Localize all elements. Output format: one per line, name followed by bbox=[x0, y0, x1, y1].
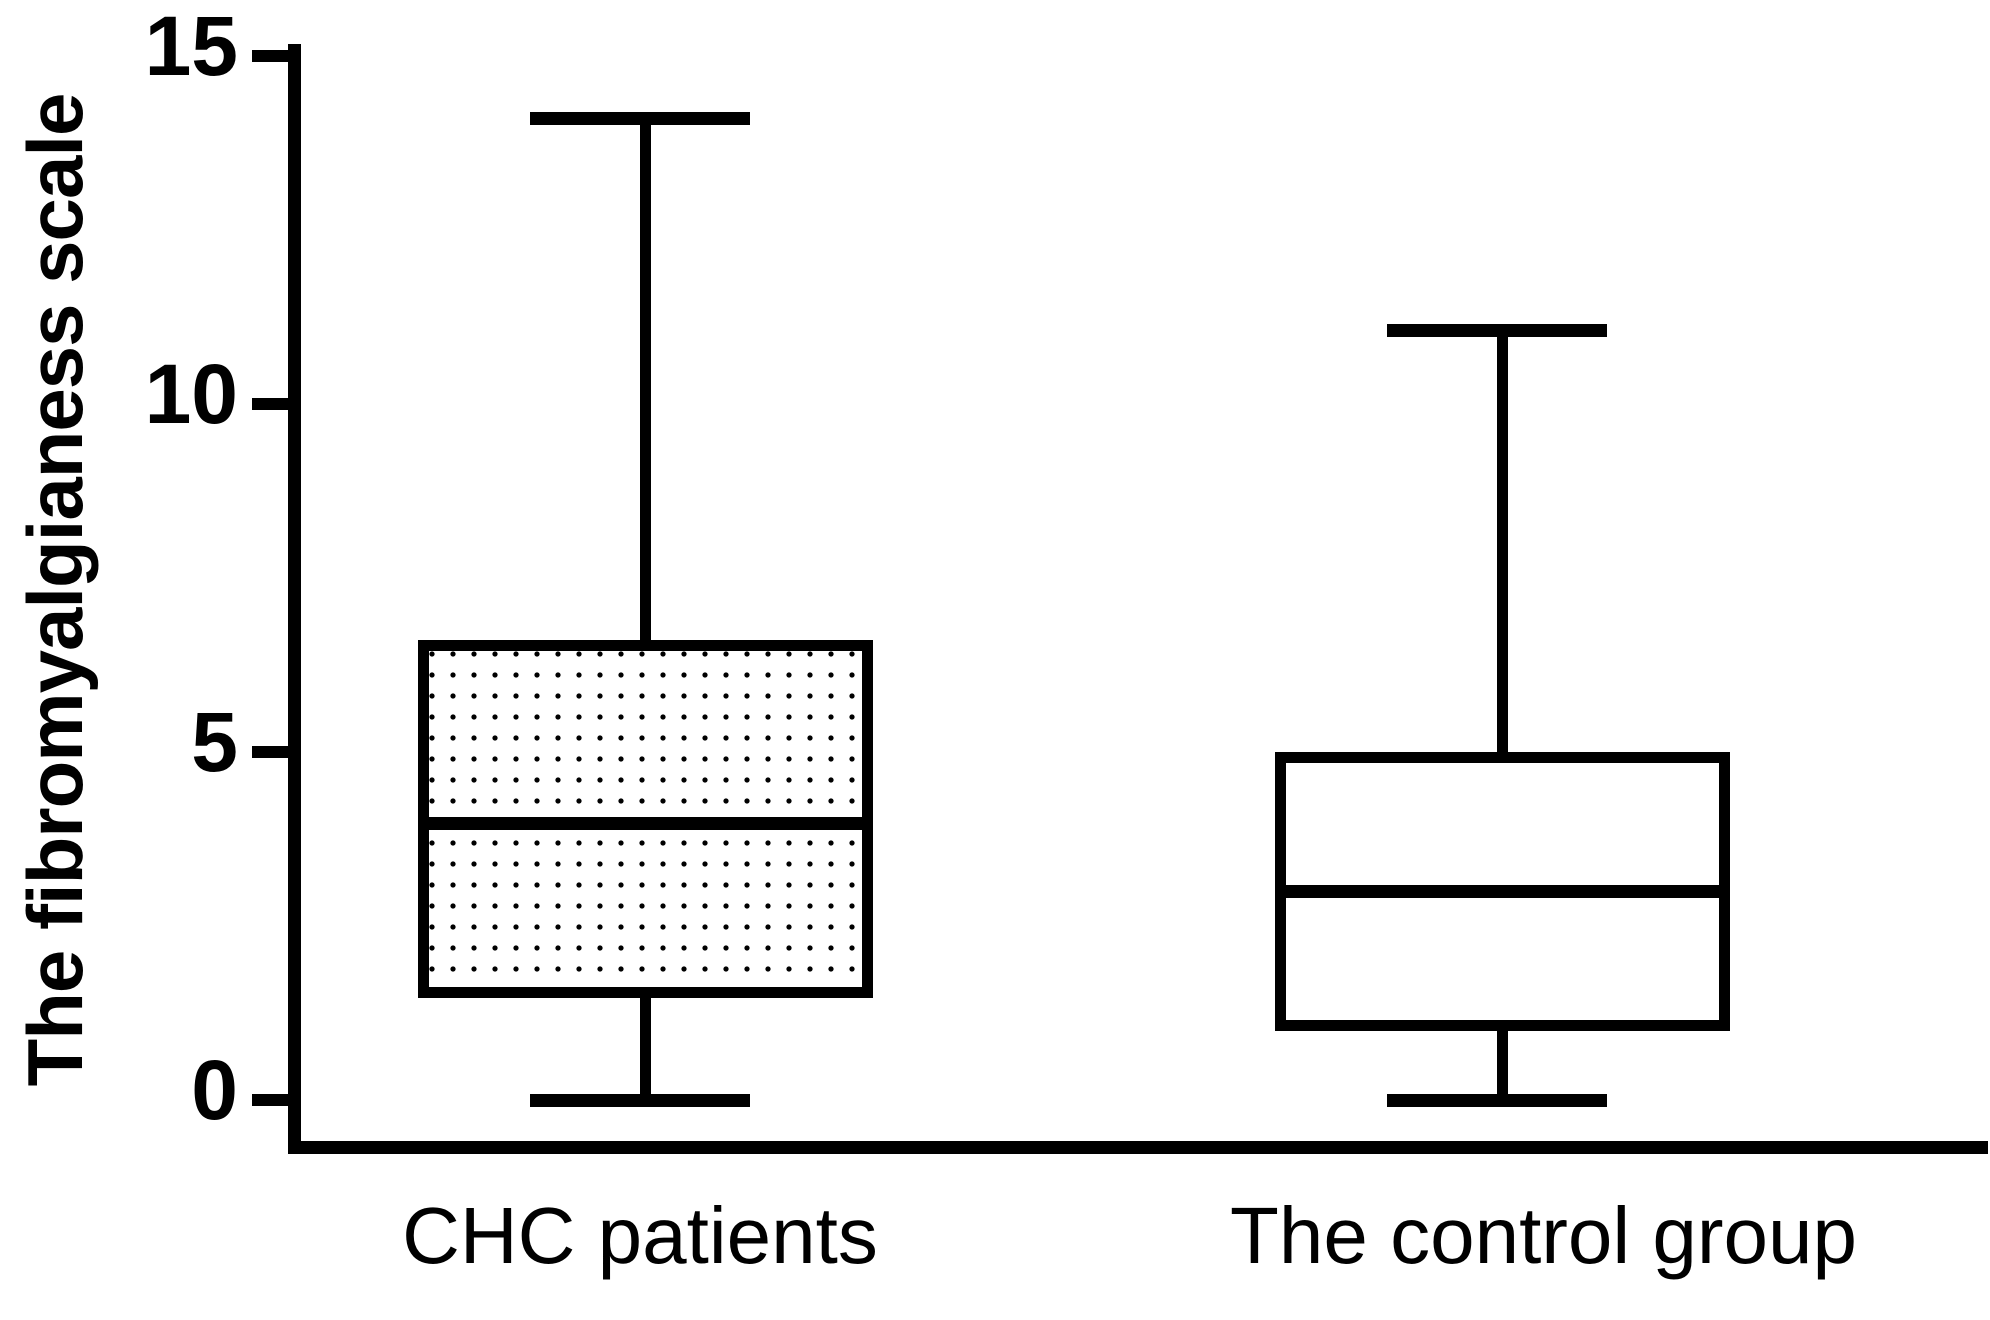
box-2-upper-whisker bbox=[1497, 330, 1508, 755]
y-tick-label-15: 15 bbox=[144, 0, 238, 93]
y-tick-15 bbox=[252, 50, 290, 62]
x-axis-line bbox=[288, 1141, 1988, 1154]
box-1-upper-whisker bbox=[640, 118, 651, 645]
y-tick-label-5: 5 bbox=[191, 695, 238, 789]
y-tick-label-0: 0 bbox=[191, 1043, 238, 1137]
y-tick-10 bbox=[252, 398, 290, 410]
box-2-upper-cap bbox=[1387, 324, 1607, 337]
box-1-upper-cap bbox=[530, 112, 750, 125]
x-category-label-1: CHC patients bbox=[402, 1191, 878, 1280]
y-tick-label-10: 10 bbox=[144, 347, 238, 441]
box-2-median-line bbox=[1275, 885, 1730, 898]
y-tick-5 bbox=[252, 746, 290, 758]
box-1-lower-whisker bbox=[640, 990, 651, 1100]
box-1-lower-cap bbox=[530, 1094, 750, 1107]
box-2-lower-whisker bbox=[1497, 1024, 1508, 1101]
box-1-median-line bbox=[418, 817, 873, 830]
y-tick-0 bbox=[252, 1094, 290, 1106]
box-2-lower-cap bbox=[1387, 1094, 1607, 1107]
y-axis-line bbox=[288, 44, 301, 1154]
x-category-label-2: The control group bbox=[1230, 1191, 1858, 1280]
